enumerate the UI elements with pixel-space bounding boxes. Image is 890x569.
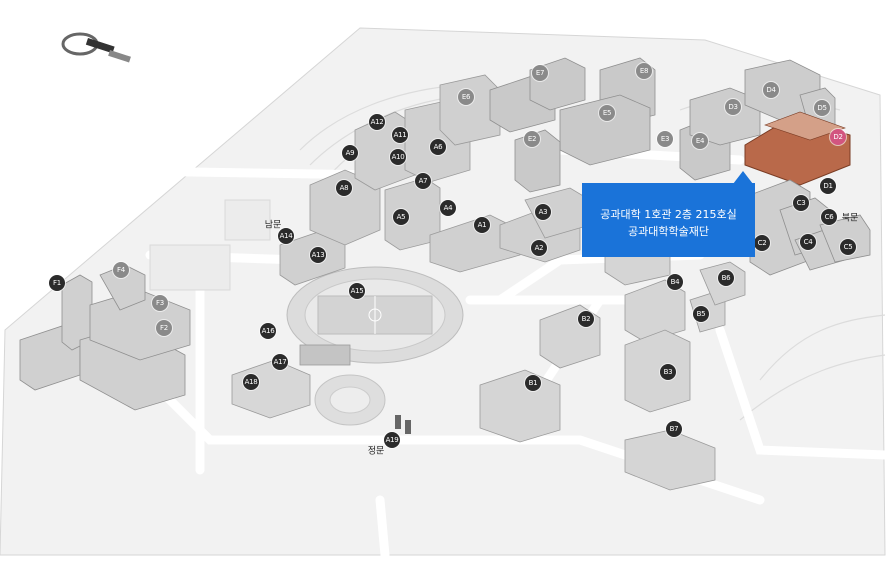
buildings-F — [19, 264, 191, 411]
fields-west — [149, 199, 271, 291]
pin-F3[interactable]: F3 — [152, 295, 168, 311]
pin-E8[interactable]: E8 — [636, 63, 652, 79]
pin-A9[interactable]: A9 — [342, 145, 358, 161]
pin-B2[interactable]: B2 — [578, 311, 594, 327]
south-gate-label: 남문 — [264, 220, 282, 231]
pin-C6[interactable]: C6 — [821, 209, 837, 225]
pin-D4[interactable]: D4 — [763, 82, 779, 98]
pin-A15[interactable]: A15 — [349, 283, 365, 299]
pin-F1[interactable]: F1 — [49, 275, 65, 291]
pin-B3[interactable]: B3 — [660, 364, 676, 380]
pin-A1[interactable]: A1 — [474, 217, 490, 233]
pin-A6[interactable]: A6 — [430, 139, 446, 155]
pin-F2[interactable]: F2 — [156, 320, 172, 336]
pin-A4[interactable]: A4 — [440, 200, 456, 216]
stadium-A15 — [286, 266, 464, 364]
pin-D5[interactable]: D5 — [814, 100, 830, 116]
magnifier-logo-icon — [61, 32, 131, 63]
pin-C3[interactable]: C3 — [793, 195, 809, 211]
location-callout: 공과대학 1호관 2층 215호실 공과대학학술재단 — [582, 183, 755, 257]
pin-F4[interactable]: F4 — [113, 262, 129, 278]
pin-E6[interactable]: E6 — [458, 89, 474, 105]
pin-B6[interactable]: B6 — [718, 270, 734, 286]
pin-A19[interactable]: A19 — [384, 432, 400, 448]
callout-pointer — [733, 171, 753, 184]
pin-A11[interactable]: A11 — [392, 127, 408, 143]
pin-E2[interactable]: E2 — [524, 131, 540, 147]
pin-A5[interactable]: A5 — [393, 209, 409, 225]
pin-A18[interactable]: A18 — [243, 374, 259, 390]
plaza-round — [314, 374, 386, 426]
pin-E7[interactable]: E7 — [532, 65, 548, 81]
pin-C1-D1[interactable]: D1 — [820, 178, 836, 194]
main-gate-label: 정문 — [367, 446, 385, 457]
pin-E5[interactable]: E5 — [599, 105, 615, 121]
pin-A10[interactable]: A10 — [390, 149, 406, 165]
pin-B1[interactable]: B1 — [525, 375, 541, 391]
north-gate-label: 북문 — [841, 213, 859, 224]
pin-A17[interactable]: A17 — [272, 354, 288, 370]
pin-A14[interactable]: A14 — [278, 228, 294, 244]
pin-C2[interactable]: C2 — [754, 235, 770, 251]
pin-A8[interactable]: A8 — [336, 180, 352, 196]
callout-room-text: 공과대학 1호관 2층 215호실 — [600, 208, 737, 221]
pin-A16[interactable]: A16 — [260, 323, 276, 339]
pin-E3[interactable]: E3 — [657, 131, 673, 147]
pin-D2[interactable]: D2 — [830, 129, 846, 145]
highlight-building — [744, 111, 851, 186]
pin-B7[interactable]: B7 — [666, 421, 682, 437]
buildings-A — [279, 74, 591, 286]
pin-A3[interactable]: A3 — [535, 204, 551, 220]
main-gate-structure — [395, 415, 411, 434]
callout-org-text: 공과대학학술재단 — [628, 225, 709, 238]
pin-C5[interactable]: C5 — [840, 239, 856, 255]
pin-A7[interactable]: A7 — [415, 173, 431, 189]
pin-D3[interactable]: D3 — [725, 99, 741, 115]
pin-A13[interactable]: A13 — [310, 247, 326, 263]
pin-B5[interactable]: B5 — [693, 306, 709, 322]
pin-B4[interactable]: B4 — [667, 274, 683, 290]
pin-C4[interactable]: C4 — [800, 234, 816, 250]
pin-A12[interactable]: A12 — [369, 114, 385, 130]
pin-A2[interactable]: A2 — [531, 240, 547, 256]
pin-E4[interactable]: E4 — [692, 133, 708, 149]
